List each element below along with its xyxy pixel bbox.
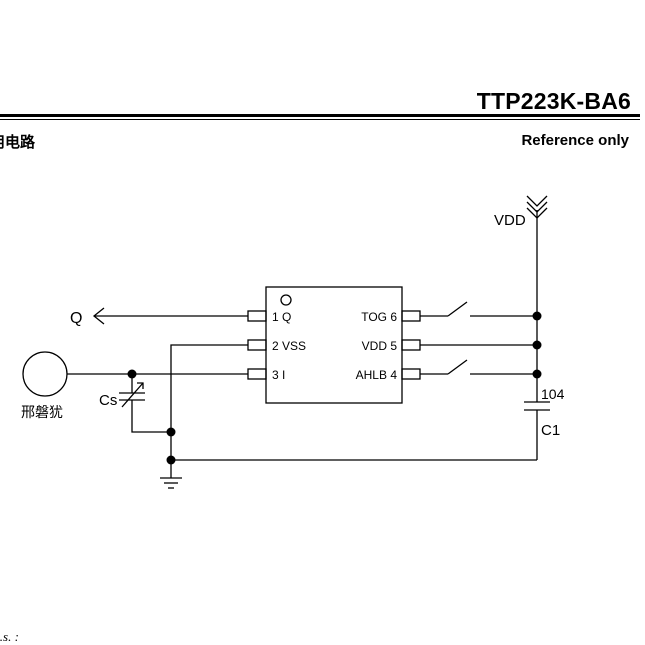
document-title: TTP223K-BA6 — [476, 88, 631, 114]
pin-label-q: 1 Q — [272, 310, 291, 324]
ahlb-switch-blade — [447, 359, 468, 375]
pin-1-pad — [247, 310, 267, 322]
pin-6-pad — [401, 310, 421, 322]
cs-arrow-head — [137, 382, 144, 389]
junction-dot — [532, 340, 542, 350]
footer-note: e.s. : — [0, 629, 19, 644]
cs-bottom-lead — [131, 400, 171, 433]
reference-note: Reference only — [521, 132, 629, 149]
cs-label: Cs — [99, 392, 117, 409]
vss-wire — [170, 344, 248, 460]
q-arrow-icon — [92, 307, 105, 325]
pin-3-pad — [247, 368, 267, 380]
c1-value-label: 104 — [541, 386, 565, 402]
vdd-arrow-3 — [526, 207, 548, 219]
section-title: 用电路 — [0, 133, 36, 151]
pin-2-pad — [247, 339, 267, 351]
junction-dot — [532, 311, 542, 321]
cs-variable-arrow — [121, 382, 144, 408]
touch-pad-icon — [22, 351, 68, 397]
vdd-label: VDD — [494, 212, 526, 229]
pin-label-vss: 2 VSS — [272, 339, 306, 353]
touch-pad-label: 邢磐犹 — [21, 404, 63, 420]
header-rule-thin — [0, 119, 640, 120]
c1-name-label: C1 — [541, 422, 560, 439]
pin-label-ahlb: AHLB 4 — [356, 368, 398, 382]
pin-label-i: 3 I — [272, 368, 285, 382]
pin-label-tog: TOG 6 — [361, 310, 397, 324]
junction-dot — [166, 427, 176, 437]
junction-dot — [127, 369, 137, 379]
pin-label-vdd: VDD 5 — [362, 339, 398, 353]
pin-5-pad — [401, 339, 421, 351]
vdd-arrow-2 — [526, 201, 548, 213]
tog-switch-blade — [447, 301, 468, 317]
header-rule-thick — [0, 114, 640, 117]
pin1-marker — [280, 294, 292, 306]
vdd-arrow-1 — [526, 195, 548, 207]
pin-4-pad — [401, 368, 421, 380]
junction-dot — [166, 455, 176, 465]
q-label: Q — [70, 310, 82, 327]
junction-dot — [532, 369, 542, 379]
